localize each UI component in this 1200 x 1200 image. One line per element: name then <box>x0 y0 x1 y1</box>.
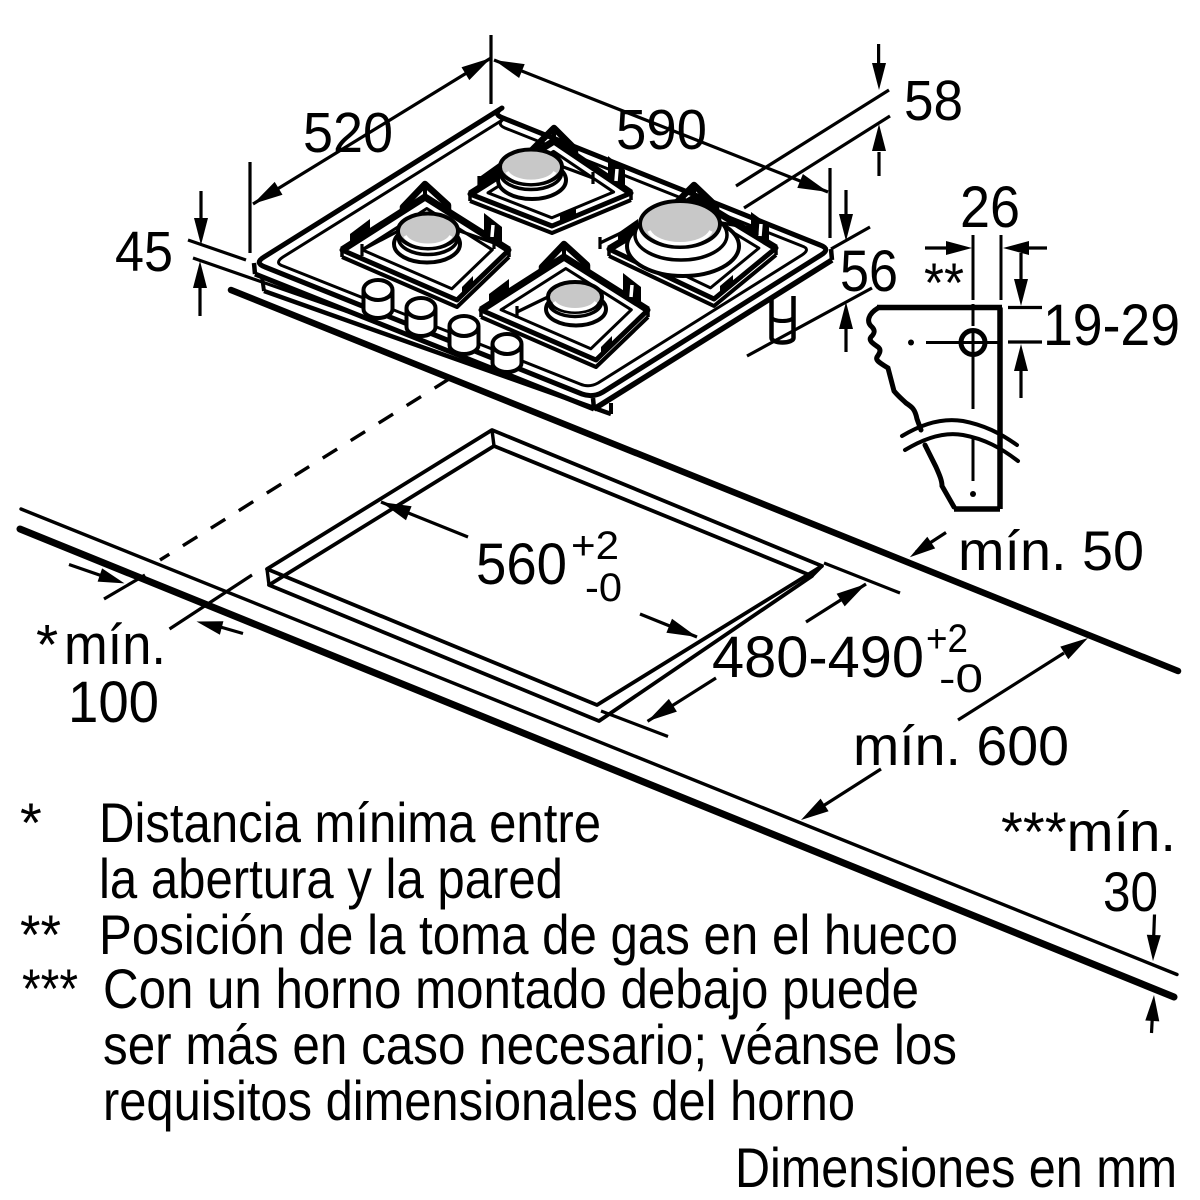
svg-text:ser más en caso necesario; véa: ser más en caso necesario; véanse los <box>103 1013 957 1076</box>
svg-text:*: * <box>36 613 58 677</box>
svg-text:30: 30 <box>1103 860 1158 923</box>
svg-text:mín. 50: mín. 50 <box>958 519 1144 582</box>
svg-text:+2: +2 <box>926 617 968 661</box>
svg-text:56: 56 <box>840 239 898 304</box>
svg-text:520: 520 <box>303 101 393 165</box>
svg-text:Dimensiones en mm: Dimensiones en mm <box>735 1136 1177 1199</box>
svg-text:Con un horno montado debajo pu: Con un horno montado debajo puede <box>103 957 919 1020</box>
svg-text:**: ** <box>20 903 61 966</box>
svg-text:480-490: 480-490 <box>712 625 924 690</box>
svg-text:*: * <box>20 791 42 854</box>
svg-text:mín. 600: mín. 600 <box>853 714 1069 777</box>
svg-text:requisitos dimensionales del h: requisitos dimensionales del horno <box>103 1069 855 1132</box>
svg-text:26: 26 <box>960 175 1020 240</box>
svg-text:+2: +2 <box>571 524 619 568</box>
svg-text:560: 560 <box>476 532 567 597</box>
svg-text:**: ** <box>924 251 964 314</box>
svg-text:***mín.: ***mín. <box>1001 800 1176 863</box>
svg-text:45: 45 <box>115 220 173 284</box>
svg-text:-0: -0 <box>939 657 983 701</box>
svg-text:-0: -0 <box>585 566 622 610</box>
svg-text:58: 58 <box>904 69 963 133</box>
svg-text:Posición de la toma de gas en: Posición de la toma de gas en el hueco <box>99 903 958 966</box>
svg-text:590: 590 <box>616 98 707 162</box>
svg-text:100: 100 <box>68 670 159 735</box>
svg-text:la abertura y la pared: la abertura y la pared <box>99 847 563 910</box>
svg-text:Distancia mínima entre: Distancia mínima entre <box>99 791 601 854</box>
svg-text:19-29: 19-29 <box>1043 293 1180 358</box>
svg-text:mín.: mín. <box>64 613 166 677</box>
svg-text:***: *** <box>22 957 78 1020</box>
